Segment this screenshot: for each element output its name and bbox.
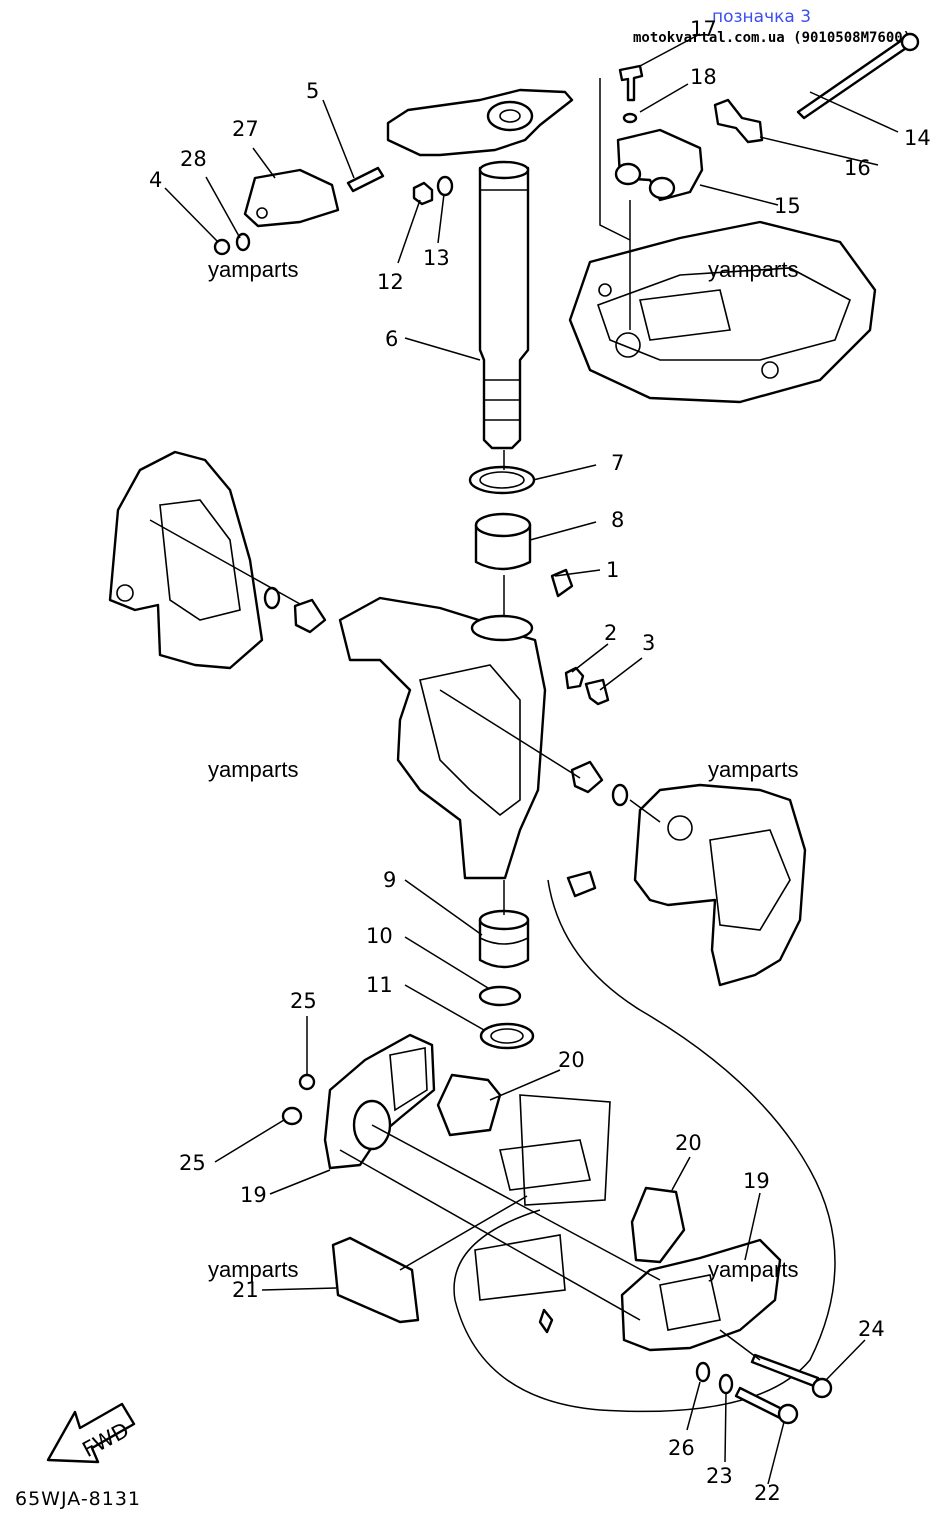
callout-25-top: 25 [290,989,317,1013]
callout-28: 28 [180,147,207,171]
header-title: позначка 3 [712,7,811,27]
callout-17: 17 [690,17,717,41]
damper-part-20-lower [630,1186,686,1264]
washer-part-7 [468,465,536,495]
callout-3: 3 [642,631,655,655]
watermark-mid-right: yamparts [708,757,798,782]
clamp-bracket-right [633,783,807,987]
steering-shaft-part [386,88,574,450]
callout-8: 8 [611,508,624,532]
bolt-part-14 [796,36,914,120]
bolt-head-24 [811,1377,833,1399]
callout-11: 11 [366,973,393,997]
stud-part-5 [346,166,385,193]
driveshaft-housing [474,1094,611,1301]
hose-line [453,879,836,1413]
callout-7: 7 [611,451,624,475]
clip-part-1 [550,568,574,598]
watermark-mid-left: yamparts [208,757,298,782]
callout-20-lower: 20 [675,1131,702,1155]
callout-6: 6 [385,327,398,351]
nut-part-4 [213,238,231,256]
callout-21: 21 [232,1278,259,1302]
callout-5: 5 [306,79,319,103]
washer-part-25-left [281,1106,303,1126]
mount-housing-19-upper [323,1033,436,1170]
callout-16: 16 [844,156,871,180]
washer-part-26 [695,1361,711,1383]
bracket-part-15 [614,128,704,202]
header-source: motokvartal.com.ua (9010508M7600) [633,30,911,46]
small-plug [538,1308,554,1334]
washer-right [611,783,629,807]
washer-part-25-top [298,1073,316,1091]
callout-19-left: 19 [240,1183,267,1207]
callout-14: 14 [904,126,931,150]
callout-leaders [164,33,899,1485]
callout-18: 18 [690,65,717,89]
screw-part-17 [618,64,644,102]
callout-26: 26 [668,1436,695,1460]
bolt-head-14 [900,32,920,52]
callout-24: 24 [858,1317,885,1341]
clip-part-16 [713,98,764,144]
damper-part-21 [331,1236,420,1324]
callout-12: 12 [377,270,404,294]
watermark-bottom-right: yamparts [708,1257,798,1282]
swivel-bracket [293,596,604,880]
bushing-part-8 [474,512,532,571]
callout-15: 15 [774,194,801,218]
damper-part-20-upper [436,1073,502,1137]
callout-19-right: 19 [743,1169,770,1193]
callout-1: 1 [606,558,619,582]
clamp-bracket-left [108,450,281,670]
bolt-part-22 [734,1386,786,1420]
callout-25-left: 25 [179,1151,206,1175]
o-ring-part-10 [478,985,522,1007]
nut-part-12 [412,181,434,206]
bottom-cowling-plate [568,220,877,404]
washer-part-11 [479,1022,535,1050]
callout-10: 10 [366,924,393,948]
bolt-head-22 [777,1403,799,1425]
nut-part-2 [564,666,585,690]
watermark-bottom-left: yamparts [208,1257,298,1282]
watermark-top-right: yamparts [708,257,798,282]
callout-2: 2 [604,621,617,645]
watermark-top-left: yamparts [208,257,298,282]
washer-part-23 [718,1373,734,1395]
diagram-code: 65WJA-8131 [15,1488,141,1510]
callout-27: 27 [232,117,259,141]
bolt-part-3 [584,678,610,706]
callout-22: 22 [754,1481,781,1505]
callout-9: 9 [383,868,396,892]
fwd-arrow-icon: FWD [46,1402,136,1464]
callout-23: 23 [706,1464,733,1488]
callout-13: 13 [423,246,450,270]
bushing-part-9 [478,909,530,969]
callout-20-upper: 20 [558,1048,585,1072]
grease-nipple [566,870,597,898]
plate-part-27 [243,168,340,228]
mount-housing-19-lower [620,1238,782,1352]
callout-4: 4 [149,168,162,192]
washer-part-18 [622,112,638,124]
washer-part-13 [436,175,454,197]
